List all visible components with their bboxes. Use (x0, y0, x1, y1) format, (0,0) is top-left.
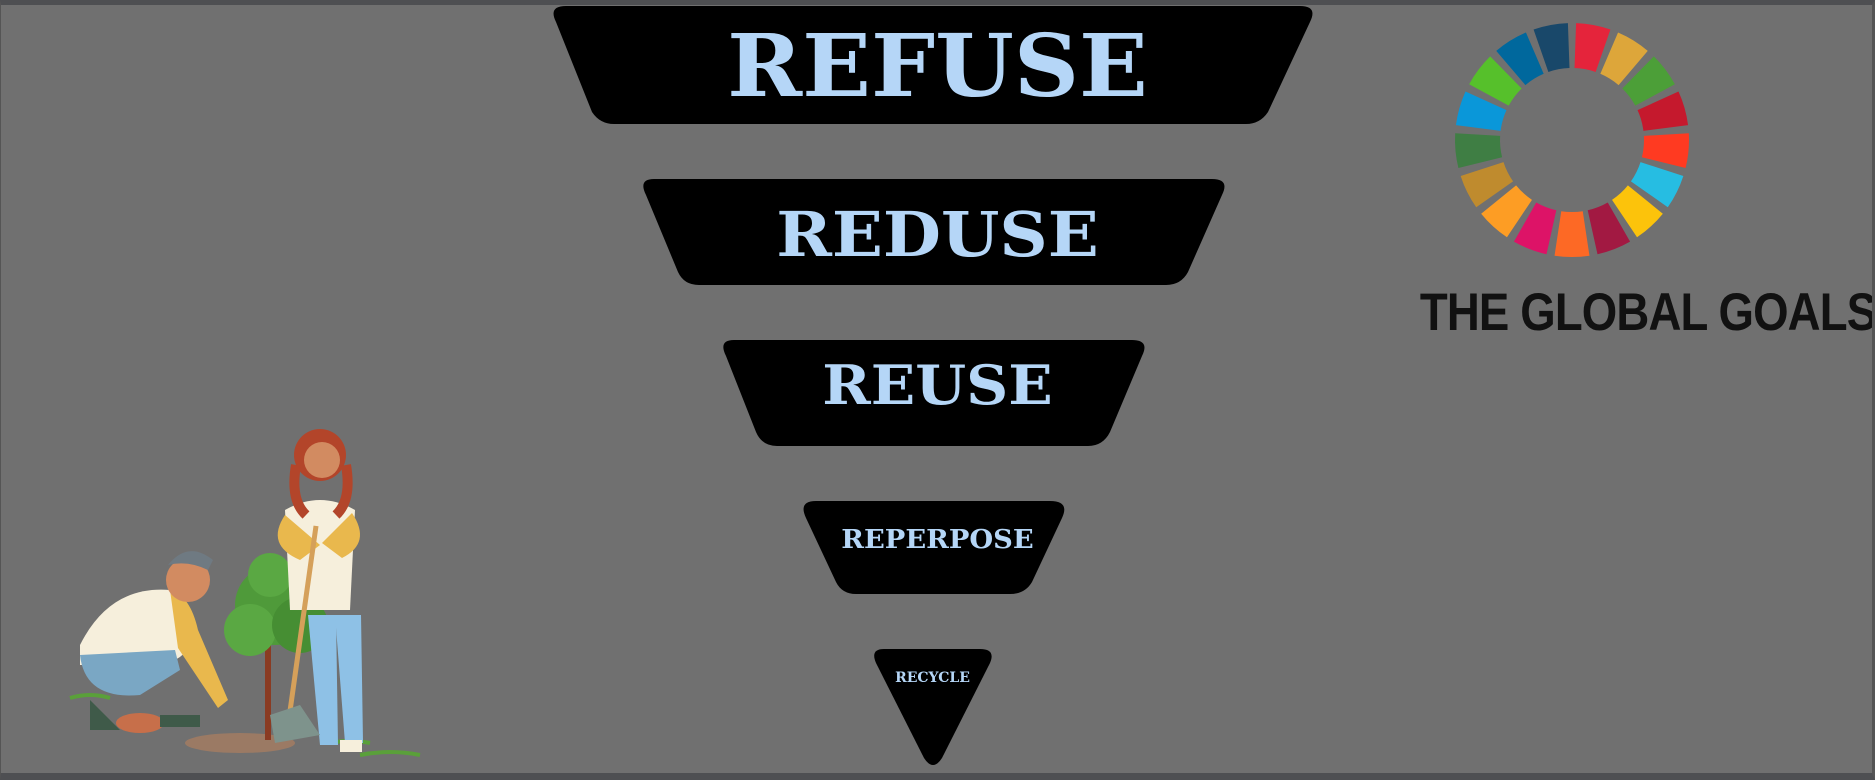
sdg-wheel-segment (1496, 32, 1544, 86)
sdg-wheel-segment (1574, 23, 1611, 72)
tier-label-reuse: REUSE (822, 353, 1053, 417)
tier-label-reperpose: REPERPOSE (841, 525, 1034, 555)
tier-label-refuse: REFUSE (727, 16, 1148, 117)
sdg-wheel-segment (1630, 162, 1684, 208)
sdg-wheel-segment (1554, 211, 1590, 258)
sdg-wheel-segment (1460, 162, 1514, 208)
sdg-wheel-segment (1454, 133, 1503, 169)
tier-label-reduse: REDUSE (776, 198, 1099, 271)
sdg-wheel-segment (1513, 202, 1557, 255)
sdg-wheel-segment (1455, 91, 1507, 131)
sdg-wheel-segment (1481, 185, 1532, 238)
global-goals-logo: THE GLOBAL GOALS (1395, 20, 1875, 350)
people-planting-tree-illustration (60, 415, 450, 779)
sdg-wheel-icon (1454, 23, 1690, 258)
sdg-wheel-segment (1637, 91, 1689, 131)
sdg-wheel-segment (1587, 202, 1631, 255)
sdg-wheel-segment (1622, 56, 1675, 106)
global-goals-title: THE GLOBAL GOALS (1419, 283, 1875, 342)
sdg-wheel-segment (1612, 185, 1663, 238)
sdg-wheel-segment (1600, 32, 1648, 86)
sdg-wheel-segment (1533, 23, 1570, 72)
sdg-wheel-segment (1641, 133, 1690, 169)
sdg-wheel-segment (1469, 56, 1522, 106)
tier-label-recycle: RECYCLE (895, 670, 970, 686)
people-planting-tree-icon (69, 429, 421, 757)
